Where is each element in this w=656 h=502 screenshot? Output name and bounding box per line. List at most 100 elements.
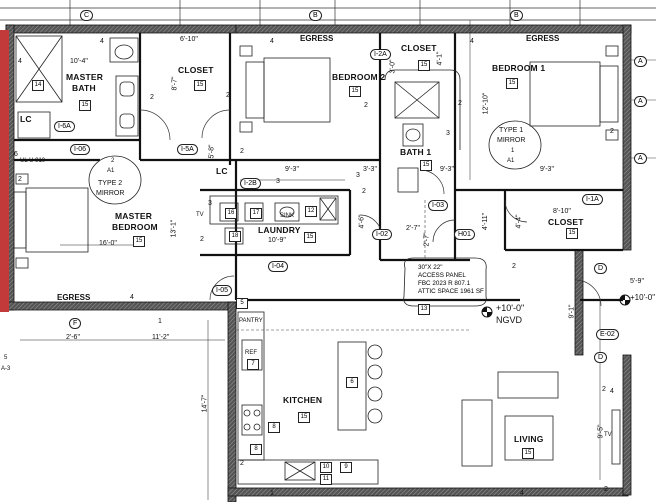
elevation-value: +10'-0" [496,303,525,313]
access-panel-line3: FBC 2023 R 807.1 [418,279,471,287]
marker-3d: 3 [208,200,212,207]
door-tag-i1a: I-1A [582,194,603,205]
grid-bubble-b2: B [510,10,523,21]
keynote-7: 7 [247,359,259,370]
dim-9-1: 9'-1" [568,304,576,319]
sink-label: SINK [280,213,295,219]
room-master-bedroom-line2: BEDROOM [112,222,158,232]
dashed-lines [14,200,470,331]
marker-1a: 1 [158,318,162,325]
door-tag-i06: I-06 [70,144,91,155]
access-panel-line1: 30"X 22" [418,264,443,271]
marker-2k: 2 [240,460,244,467]
mirror-1-sheet: A1 [507,158,515,164]
living-furniture [461,371,621,467]
marker-2e: 2 [458,100,462,107]
bedroom-2-bed [239,45,331,133]
dim-3-3: 3'-3" [363,166,377,173]
marker-1b: 1 [270,490,274,497]
egress-label-3: EGRESS [57,293,91,302]
dim-12-10: 12'-10" [482,92,490,115]
keynote-15c: 15 [349,86,361,97]
dim-4-11: 4'-11" [482,212,490,231]
door-tag-h01: H01 [454,229,475,240]
keynote-15f: 15 [420,160,432,171]
bedroom-1-bed [529,45,619,141]
dim-4-1: 4'-1" [436,51,444,66]
mirror-2-type: TYPE 2 [98,180,123,187]
keynote-16: 16 [225,208,237,219]
tv-label-1: TV [196,212,204,218]
dim-10-9: 10'-9" [268,237,286,244]
mirror-1-type: TYPE 1 [499,127,524,134]
exterior-walls [5,24,632,502]
door-tag-i2b: I-2B [240,178,261,189]
door-swings [139,109,602,307]
grid-bubble-c: C [80,10,94,21]
keynote-15h: 15 [133,236,145,247]
room-closet-1: CLOSET [178,65,214,75]
marker-2m: 2 [602,386,606,393]
dim-4-4: 4'-4" [515,214,523,229]
keynote-15g: 15 [566,228,578,239]
dim-5-9: 5'-9" [630,278,644,285]
door-tag-i02: I-02 [372,229,393,240]
master-bath-fixtures [15,35,139,139]
room-closet-2: CLOSET [401,43,437,53]
kitchen-fixtures [237,311,383,485]
marker-4d: 4 [18,58,22,65]
room-living: LIVING [514,434,544,444]
marker-3a: 3 [276,178,280,185]
keynote-15e: 15 [418,60,430,71]
dim-2-6: 2'-6" [66,334,80,341]
dim-14-7: 14'-7" [201,394,209,413]
grid-bubble-b1: B [309,10,322,21]
room-laundry: LAUNDRY [258,225,301,235]
room-kitchen: KITCHEN [283,395,323,405]
keynote-13: 13 [418,304,430,315]
marker-4b: 4 [270,38,274,45]
marker-2h: 2 [200,236,204,243]
keynote-12: 12 [305,206,317,217]
dim-11-2: 11'-2" [152,334,170,341]
marker-2f: 2 [610,128,614,135]
dim-9-5: 9'-5" [597,424,605,439]
egress-label-2: EGRESS [526,34,560,43]
dimension-lines [20,20,601,500]
keynote-15a: 15 [79,100,91,111]
keynote-15b: 15 [194,80,206,91]
tv-label-2: TV [604,432,612,438]
marker-4e: 4 [130,294,134,301]
mirror-clouds [88,120,542,307]
room-master-bedroom-line1: MASTER [115,211,153,221]
ul-rating-label: UL U 910 [20,158,46,164]
dim-4-6: 4'-6" [358,214,366,229]
access-panel-line2: ACCESS PANEL [418,271,466,279]
marker-2l: 2 [604,486,608,493]
interior-walls [14,33,623,302]
marker-2d: 2 [364,102,368,109]
door-tag-i6a: I-6A [54,121,75,132]
keynote-15i: 15 [304,232,316,243]
room-closet-3: CLOSET [548,217,584,227]
marker-3b: 3 [446,130,450,137]
keynote-8b: 8 [250,444,262,455]
mirror-2-sheet: A1 [107,168,115,174]
dim-3-0: 3'-0" [389,59,397,74]
marker-2c: 2 [240,148,244,155]
bath-1-fixtures [384,69,461,193]
keynote-17: 17 [250,208,262,219]
mirror-1-num: 1 [511,148,515,154]
mirror-2-num: 2 [111,158,115,164]
marker-4a: 4 [100,38,104,45]
keynote-6: 6 [346,377,358,388]
top-grid-strip [0,0,656,26]
room-pantry: PANTRY [239,318,263,324]
door-tag-e02: E-02 [596,329,619,340]
room-bedroom-1: BEDROOM 1 [492,63,546,73]
door-tag-i03: I-03 [428,200,449,211]
dim-elev-right: +10'-0" [630,293,656,302]
room-master-bath-line1: MASTER [66,72,104,82]
dim-8-10: 8'-10" [553,208,571,215]
red-party-wall [0,30,9,312]
